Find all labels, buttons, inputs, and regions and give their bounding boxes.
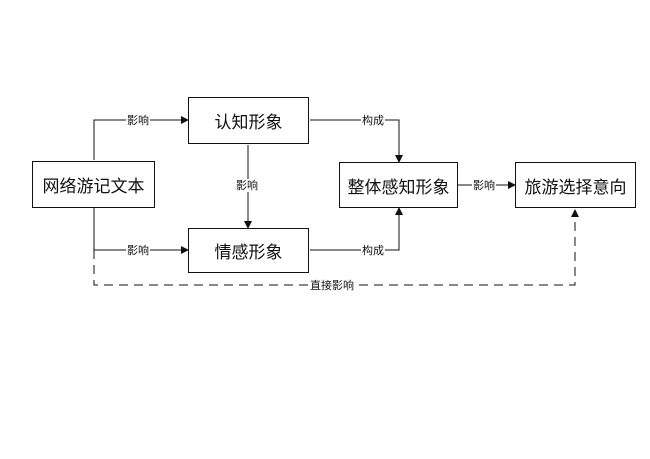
node-source-text: 网络游记文本	[32, 161, 155, 208]
node-cognitive-image: 认知形象	[188, 97, 309, 144]
edge-source-cognitive	[93, 116, 189, 160]
label-cognitive-affective: 影响	[235, 179, 259, 192]
node-affective-image: 情感形象	[188, 228, 309, 273]
edge-affective-overall	[310, 207, 403, 251]
label-overall-intention: 影响	[472, 179, 496, 192]
edge-cognitive-overall	[310, 119, 403, 163]
label-cognitive-overall: 构成	[361, 114, 385, 127]
node-overall-perceived-image: 整体感知形象	[339, 162, 458, 208]
label-source-affective: 影响	[126, 244, 150, 257]
label-direct-influence: 直接影响	[309, 279, 355, 292]
edge-source-intention-direct	[93, 209, 579, 286]
label-source-cognitive: 影响	[126, 114, 150, 127]
node-travel-choice-intention: 旅游选择意向	[515, 162, 636, 208]
label-affective-overall: 构成	[361, 244, 385, 257]
